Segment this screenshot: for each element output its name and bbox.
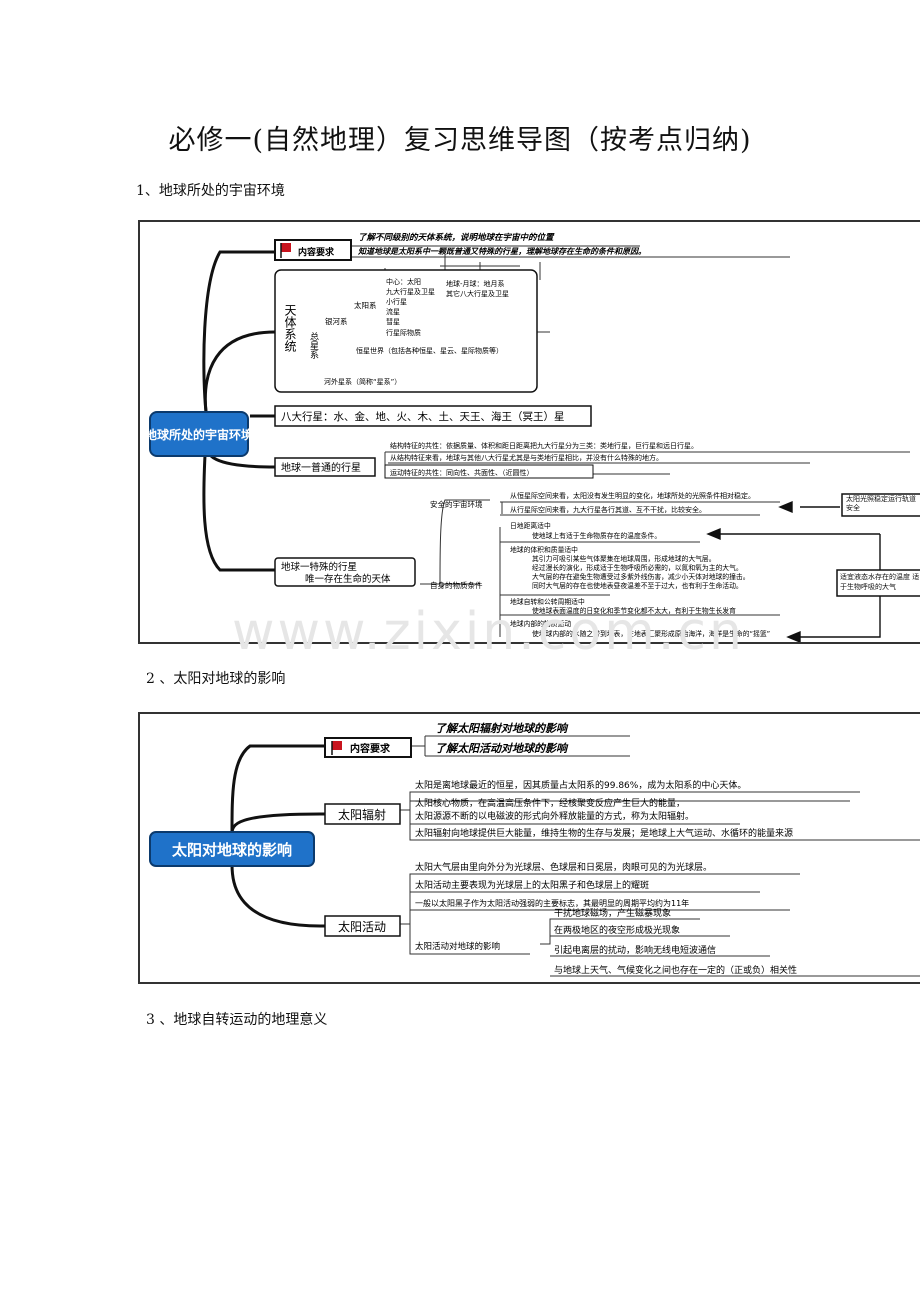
- list-item: 九大行星及卫星: [386, 287, 435, 296]
- motion-feature-node: [384, 464, 594, 479]
- mindmap-1-svg: 地球所处的宇宙环境 内容要求 了解不同级别的天体系统，说明地球在宇宙中的位置 知…: [145, 232, 920, 642]
- mindmap-2-connectors: [230, 744, 325, 928]
- unique-life-label: 唯一存在生命的天体: [305, 573, 391, 585]
- solar-activity-node: [324, 915, 401, 937]
- material-note-box: [836, 569, 920, 597]
- material-condition-label: 自身的物质条件: [430, 580, 483, 590]
- list-item: 干扰地球磁场，产生磁暴现象: [554, 907, 671, 919]
- ordinary-planet-label: 地球一普通的行星: [281, 461, 361, 474]
- safe-note: 太阳光照稳定运行轨道安全: [846, 495, 916, 512]
- stellar-world-label: 恒星世界（包括各种恒星、星云、星际物质等）: [356, 346, 503, 355]
- mindmap-sun-effect: 太阳对地球的影响 内容要求 了解太阳辐射对地球的影响 了解太阳活动对地球的影响 …: [138, 712, 920, 984]
- structure-feature: 结构特征的共性：依据质量、体积和距日距离把九大行星分为三类：类地行星，巨行星和远…: [390, 441, 698, 450]
- eight-planets-label: 八大行星：水、金、地、火、木、土、天王、海王（冥王）星: [281, 410, 565, 423]
- watermark: www.zixin.com.cn: [232, 602, 745, 662]
- material-note-text: 适宜液态水存在的温度 适于生物呼吸的大气: [840, 573, 920, 591]
- list-item: 大气层的存在避免生物遭受过多紫外线伤害，减少小天体对地球的撞击。: [532, 572, 750, 581]
- list-item: 其它八大行星及卫星: [446, 289, 509, 298]
- list-item: 日地距离适中: [510, 521, 551, 530]
- mindmap-2-req-node: [324, 737, 412, 758]
- mindmap-1-root-label: 地球所处的宇宙环境: [145, 427, 253, 442]
- mindmap-1-arrows: [706, 500, 881, 642]
- mindmap-cosmic-environment: 地球所处的宇宙环境 内容要求 了解不同级别的天体系统，说明地球在宇宙中的位置 知…: [138, 220, 920, 644]
- mindmap-2-root-node: [149, 831, 315, 867]
- special-planet-label: 地球一特殊的行星: [281, 561, 357, 573]
- mindmap-2-root-label: 太阳对地球的影响: [172, 841, 292, 859]
- list-item: 使地球上有适于生命物质存在的温度条件。: [532, 531, 661, 540]
- flag-icon: [332, 741, 342, 750]
- solar-system-items: 中心：太阳 九大行星及卫星 小行星 流星 彗星 行星际物质 地球-月球：地月系 …: [386, 277, 509, 337]
- list-item: 流星: [386, 307, 400, 316]
- section-heading-3: 3 、地球自转运动的地理意义: [146, 1012, 328, 1028]
- list-item: 太阳是离地球最近的恒星，因其质量占太阳系的99.86%，成为太阳系的中心天体。: [415, 779, 746, 791]
- list-item: 使地球表面温度的日变化和季节变化都不太大，有利于生物生长发育: [532, 606, 736, 615]
- safe-environment-label: 安全的宇宙环境: [430, 499, 483, 509]
- list-item: 彗星: [386, 317, 400, 326]
- list-item: 太阳辐射向地球提供巨大能量，维持生物的生存与发展；是地球上大气运动、水循环的能量…: [415, 827, 793, 839]
- list-item: 引起电离层的扰动，影响无线电短波通信: [554, 944, 716, 956]
- list-item: 与地球上天气、气候变化之间也存在一定的（正或负）相关性: [554, 964, 797, 976]
- list-item: 同时大气层的存在也使地表昼夜温差不至于过大，也有利于生命活动。: [532, 581, 743, 590]
- solar-radiation-items: 太阳是离地球最近的恒星，因其质量占太阳系的99.86%，成为太阳系的中心天体。 …: [415, 779, 793, 839]
- document-title: 必修一(自然地理）复习思维导图（按考点归纳): [168, 125, 752, 156]
- list-item: 使地球内部的水随之带到地表，在地表汇聚形成原始海洋，海洋是生命的“摇篮”: [532, 629, 770, 638]
- list-item: 小行星: [386, 297, 407, 306]
- solar-system-label: 太阳系: [354, 300, 377, 310]
- list-item: 太阳源源不断的以电磁波的形式向外释放能量的方式，称为太阳辐射。: [415, 810, 694, 822]
- list-item: 在两极地区的夜空形成极光现象: [554, 924, 680, 936]
- mindmap-1-celestial-system-block: [274, 269, 538, 393]
- list-item: 太阳大气层由里向外分为光球层、色球层和日冕层，肉眼可见的为光球层。: [415, 861, 712, 873]
- safe-note-text: 太阳光照稳定运行轨道安全: [846, 495, 916, 512]
- mindmap-1-req-label: 内容要求: [298, 246, 335, 258]
- safe-item: 从恒星际空间来看，太阳没有发生明显的变化，地球所处的光照条件相对稳定。: [510, 491, 755, 500]
- list-item: 太阳核心物质，在高温高压条件下，经核聚变反应产生巨大的能量，: [415, 797, 685, 809]
- list-item: 地球内部的物质运动: [510, 619, 571, 628]
- solar-radiation-label: 太阳辐射: [338, 807, 386, 822]
- list-item: 一般以太阳黑子作为太阳活动强弱的主要标志，其最明显的周期平均约为11年: [415, 898, 689, 908]
- mindmap-2-req-item: 了解太阳辐射对地球的影响: [435, 722, 569, 735]
- list-item: 地球的体积和质量适中: [510, 545, 578, 554]
- flag-icon: [281, 243, 291, 252]
- material-condition-items: 日地距离适中 使地球上有适于生命物质存在的温度条件。 地球的体积和质量适中 其引…: [510, 521, 770, 638]
- list-item: 行星际物质: [386, 328, 421, 337]
- structure-feature: 从结构特征来看，地球与其他八大行星尤其是与类地行星相比，并没有什么特殊的地方。: [390, 453, 663, 462]
- section-heading-1: 1、地球所处的宇宙环境: [136, 183, 285, 199]
- mindmap-1-special-node: [274, 557, 416, 587]
- mindmap-2-svg: 太阳对地球的影响 内容要求 了解太阳辐射对地球的影响 了解太阳活动对地球的影响 …: [149, 722, 920, 977]
- mindmap-1-planets-node: [274, 405, 592, 427]
- mindmap-2-req-label: 内容要求: [350, 742, 391, 755]
- material-note: 适宜液态水存在的温度 适于生物呼吸的大气: [840, 573, 920, 591]
- total-galaxy-label: 总星系: [308, 331, 319, 359]
- mindmap-2-req-item: 了解太阳活动对地球的影响: [435, 742, 569, 755]
- extragalactic-label: 河外星系（简称“星系”）: [324, 377, 401, 386]
- milky-way-label: 银河系: [325, 316, 348, 326]
- list-item: 中心：太阳: [386, 277, 421, 286]
- list-item: 地球自转和公转周期适中: [510, 597, 585, 606]
- celestial-system-label: 天体系统: [283, 304, 297, 352]
- list-item: 其引力可吸引某些气体聚集在地球周围，形成地球的大气层。: [532, 554, 716, 563]
- mindmap-2-thin-lines: [400, 735, 920, 977]
- mindmap-1-root-node: [149, 411, 249, 457]
- safe-note-box: [841, 493, 920, 517]
- motion-feature: 运动特征的共性：同向性、共面性、（近圆性）: [390, 468, 534, 477]
- mindmap-1-req-item: 知道地球是太阳系中一颗既普通又特殊的行星，理解地球存在生命的条件和原因。: [357, 246, 646, 256]
- list-item: 太阳活动主要表现为光球层上的太阳黑子和色球层上的耀斑: [415, 879, 649, 891]
- solar-activity-label: 太阳活动: [338, 919, 386, 934]
- solar-effect-label: 太阳活动对地球的影响: [415, 941, 500, 952]
- safe-item: 从行星际空间来看，九大行星各行其道、互不干扰，比较安全。: [510, 505, 706, 514]
- solar-activity-items: 太阳大气层由里向外分为光球层、色球层和日冕层，肉眼可见的为光球层。 太阳活动主要…: [415, 861, 712, 908]
- section-heading-2: 2 、太阳对地球的影响: [146, 671, 286, 687]
- solar-effect-items: 干扰地球磁场，产生磁暴现象 在两极地区的夜空形成极光现象 引起电离层的扰动，影响…: [554, 907, 797, 976]
- mindmap-1-req-item: 了解不同级别的天体系统，说明地球在宇宙中的位置: [358, 232, 555, 243]
- solar-radiation-node: [324, 803, 401, 825]
- list-item: 地球-月球：地月系: [446, 279, 505, 288]
- mindmap-1-ordinary-node: [274, 457, 376, 477]
- list-item: 经过漫长的演化，形成适于生物呼吸所必需的，以氮和氧为主的大气。: [532, 563, 743, 572]
- mindmap-1-req-node: [274, 239, 352, 261]
